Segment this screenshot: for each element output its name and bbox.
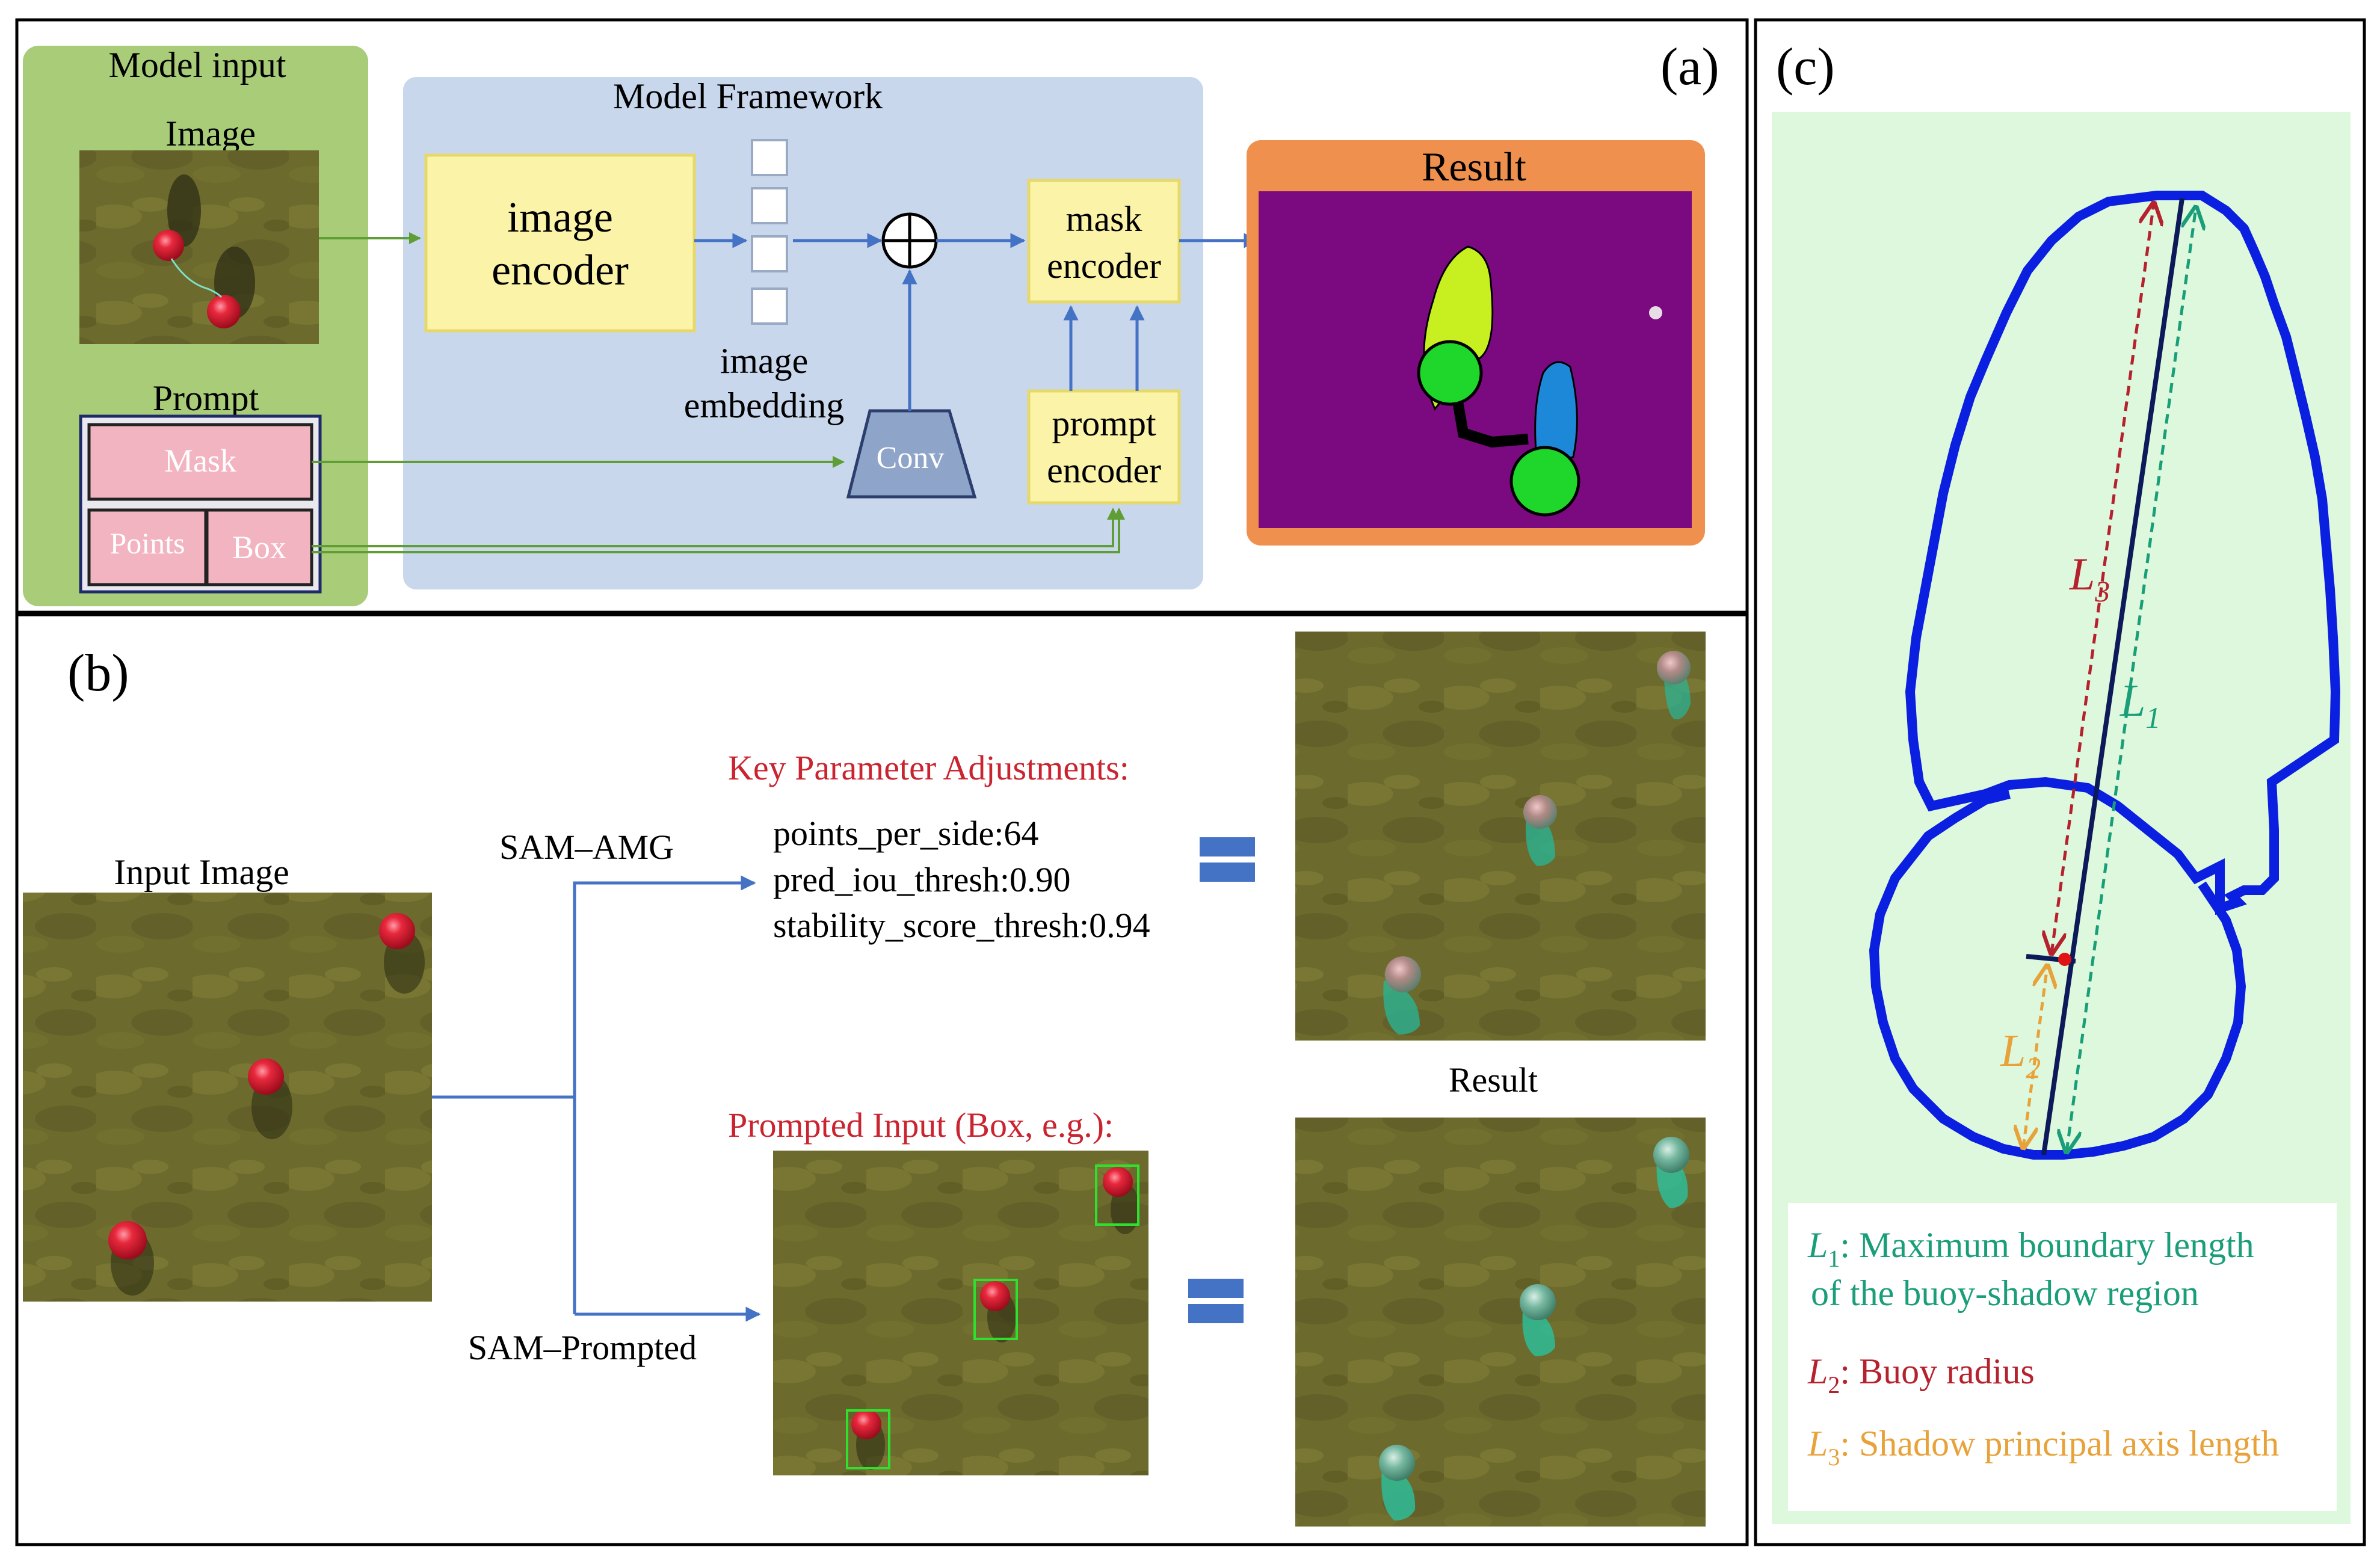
result-title: Result bbox=[1422, 144, 1526, 189]
param-stability: stability_score_thresh:0.94 bbox=[773, 906, 1150, 945]
param-points-per-side: points_per_side:64 bbox=[773, 814, 1038, 853]
panel-b: (b) Input Image SAM–AMG SAM–Prompted Key… bbox=[15, 613, 1749, 1546]
sum-operator-icon bbox=[881, 212, 938, 269]
prompted-input-image bbox=[773, 1151, 1148, 1475]
buoy-center-point bbox=[2058, 953, 2071, 966]
l1-label: L1 bbox=[2119, 675, 2160, 734]
framework-flow-arrows bbox=[694, 233, 1259, 411]
sam-prompted-label: SAM–Prompted bbox=[468, 1328, 697, 1367]
l1-arrow bbox=[2067, 208, 2196, 1152]
prompt-box-1 bbox=[1095, 1164, 1139, 1226]
prompt-points-label: Points bbox=[109, 526, 185, 560]
svg-text:of the buoy-shadow region: of the buoy-shadow region bbox=[1811, 1273, 2199, 1313]
input-green-arrows bbox=[312, 232, 1125, 553]
prompt-encoder-box bbox=[1027, 389, 1181, 505]
prompted-input-title: Prompted Input (Box, e.g.): bbox=[728, 1105, 1114, 1145]
l2-arrow bbox=[2023, 966, 2047, 1148]
result-mask-image bbox=[1259, 191, 1692, 528]
conv-label: Conv bbox=[877, 441, 945, 475]
panel-c: (c) L3 L1 L2 L1: Maximum boundary length… bbox=[1754, 18, 2366, 1546]
prompted-result-image bbox=[1295, 1118, 1706, 1527]
embedding-line2: embedding bbox=[684, 386, 845, 425]
sam-amg-label: SAM–AMG bbox=[499, 828, 674, 867]
mask-encoder-box bbox=[1027, 179, 1181, 304]
buoy-shadow-boundary bbox=[1869, 191, 2341, 1160]
prompt-encoder-line1: prompt bbox=[1052, 404, 1156, 443]
l3-label: L3 bbox=[2069, 549, 2110, 608]
prompt-box-box bbox=[205, 508, 313, 586]
legend-item-l1: L1: Maximum boundary length of the buoy-… bbox=[1807, 1225, 2254, 1313]
svg-text:L3: Shadow principal axis len: L3: Shadow principal axis length bbox=[1807, 1424, 2279, 1471]
conv-block bbox=[846, 409, 977, 499]
image-encoder-line2: encoder bbox=[492, 246, 629, 294]
equals-icon-amg bbox=[1200, 837, 1255, 882]
l2-label: L2 bbox=[2000, 1025, 2041, 1084]
prompt-box-3 bbox=[846, 1409, 890, 1469]
image-label: Image bbox=[165, 114, 256, 153]
result-label-b: Result bbox=[1449, 1060, 1538, 1099]
panel-a-tag: (a) bbox=[1660, 38, 1719, 96]
prompt-box-label: Box bbox=[232, 529, 286, 565]
prompt-box-2 bbox=[973, 1279, 1018, 1340]
prompt-mask-label: Mask bbox=[164, 443, 236, 479]
legend-box bbox=[1788, 1203, 2337, 1511]
panel-a: (a) Model input Image Prompt Mask Points… bbox=[15, 18, 1749, 614]
model-input-title: Model input bbox=[109, 45, 286, 85]
model-framework-title: Model Framework bbox=[613, 76, 883, 116]
embedding-line1: image bbox=[720, 341, 809, 381]
panel-b-tag: (b) bbox=[67, 644, 129, 703]
svg-text:L1: Maximum boundary length: L1: Maximum boundary length bbox=[1807, 1225, 2254, 1272]
legend-item-l3: L3: Shadow principal axis length bbox=[1807, 1424, 2279, 1471]
amg-result-image bbox=[1295, 632, 1706, 1041]
prompt-encoder-line2: encoder bbox=[1047, 450, 1161, 490]
prompt-label: Prompt bbox=[153, 378, 259, 418]
mask-encoder-line1: mask bbox=[1066, 199, 1142, 239]
mask-encoder-line2: encoder bbox=[1047, 246, 1161, 286]
input-image-label: Input Image bbox=[114, 852, 289, 892]
legend-item-l2: L2: Buoy radius bbox=[1807, 1351, 2035, 1398]
model-input-image bbox=[79, 150, 319, 344]
panel-c-tag: (c) bbox=[1776, 38, 1835, 96]
param-pred-iou: pred_iou_thresh:0.90 bbox=[773, 860, 1071, 899]
input-image bbox=[23, 893, 432, 1302]
branch-lines bbox=[432, 875, 761, 1322]
svg-text:L2: Buoy radius: L2: Buoy radius bbox=[1807, 1351, 2035, 1398]
image-encoder-box bbox=[424, 153, 696, 333]
image-embedding-stack bbox=[751, 139, 788, 325]
prompt-mask-box bbox=[87, 423, 313, 501]
image-encoder-line1: image bbox=[507, 193, 613, 241]
key-params-title: Key Parameter Adjustments: bbox=[728, 748, 1129, 787]
equals-icon-prompted bbox=[1188, 1279, 1244, 1323]
